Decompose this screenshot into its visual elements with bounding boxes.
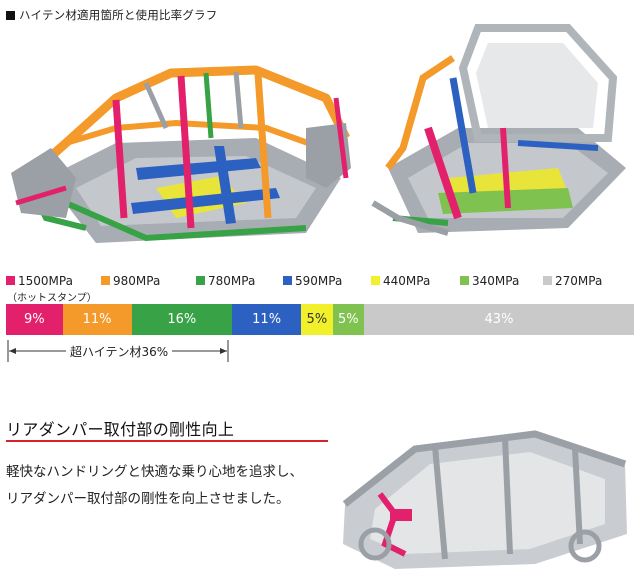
bar-segment-label: 11% (252, 312, 282, 327)
bar-segment-1500mpa: 9% (6, 304, 63, 335)
bar-segment-label: 11% (82, 312, 112, 327)
car-body-side-illustration (11, 65, 351, 243)
car-body-rear-illustration (371, 24, 626, 236)
bar-segment-980mpa: 11% (62, 304, 132, 335)
section-heading: リアダンパー取付部の剛性向上 (6, 420, 235, 439)
heading-rule (6, 440, 328, 442)
legend-item-980: 980MPa (101, 274, 160, 288)
legend-item-780: 780MPa (196, 274, 255, 288)
ultra-high-tensile-label: 超ハイテン材36% (66, 343, 173, 360)
legend-item-590: 590MPa (283, 274, 342, 288)
legend-swatch (283, 276, 292, 285)
bar-segment-label: 5% (306, 312, 328, 327)
legend-swatch (6, 276, 15, 285)
square-bullet-icon (6, 11, 15, 20)
car-body-damper-illustration (342, 430, 627, 569)
page-title: ハイテン材適用箇所と使用比率グラフ (6, 7, 217, 23)
legend-item-270: 270MPa (543, 274, 602, 288)
legend-swatch (371, 276, 380, 285)
legend-item-1500: 1500MPa （ホットスタンプ） (6, 274, 97, 304)
bar-segment-label: 43% (484, 312, 514, 327)
bar-segment-label: 5% (337, 312, 359, 327)
bar-segment-label: 16% (167, 312, 197, 327)
legend-item-340: 340MPa (460, 274, 519, 288)
legend-swatch (543, 276, 552, 285)
legend-swatch (101, 276, 110, 285)
bar-segment-340mpa: 5% (332, 304, 364, 335)
usage-ratio-bar: 9% 11% 16% 11% 5% 5% 43% (6, 304, 635, 335)
body-line-2: リアダンパー取付部の剛性を向上させました。 (6, 491, 290, 507)
legend-swatch (460, 276, 469, 285)
legend-item-440: 440MPa (371, 274, 430, 288)
bar-segment-label: 9% (23, 312, 45, 327)
bar-segment-590mpa: 11% (232, 304, 302, 335)
legend-swatch (196, 276, 205, 285)
body-line-1: 軽快なハンドリングと快適な乗り心地を追求し、 (6, 464, 303, 480)
bar-segment-440mpa: 5% (301, 304, 333, 335)
bar-segment-270mpa: 43% (363, 304, 635, 335)
section-body: 軽快なハンドリングと快適な乗り心地を追求し、 リアダンパー取付部の剛性を向上させ… (6, 459, 336, 513)
bar-segment-780mpa: 16% (131, 304, 233, 335)
